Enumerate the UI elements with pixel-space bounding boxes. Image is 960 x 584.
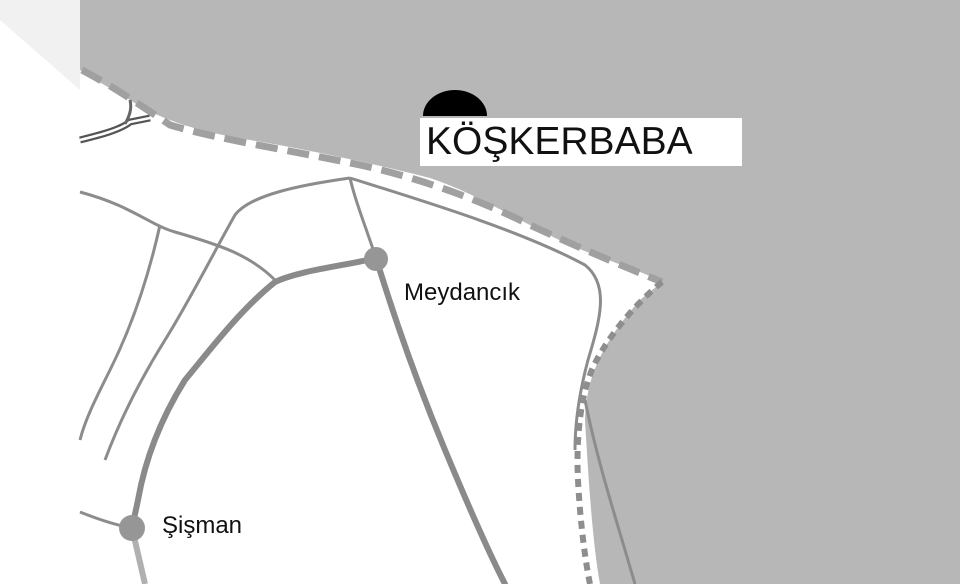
road-segment	[123, 99, 133, 125]
road-segment	[79, 116, 151, 142]
settlement-dot-icon	[364, 247, 388, 271]
watermark-shape	[0, 0, 80, 90]
half-circle-site-icon	[423, 90, 487, 116]
coastal-track	[80, 66, 664, 286]
major-roads	[129, 255, 508, 584]
settlement-dot-icon	[119, 515, 145, 541]
coastal-track-south	[574, 279, 664, 584]
site-label: KÖŞKERBABA	[426, 120, 693, 163]
place-label-meydancik: Meydancık	[404, 279, 521, 306]
minor-roads	[78, 176, 637, 584]
site-label-background	[420, 118, 742, 166]
place-label-sisman: Şişman	[162, 512, 243, 539]
map-margin	[0, 0, 80, 584]
